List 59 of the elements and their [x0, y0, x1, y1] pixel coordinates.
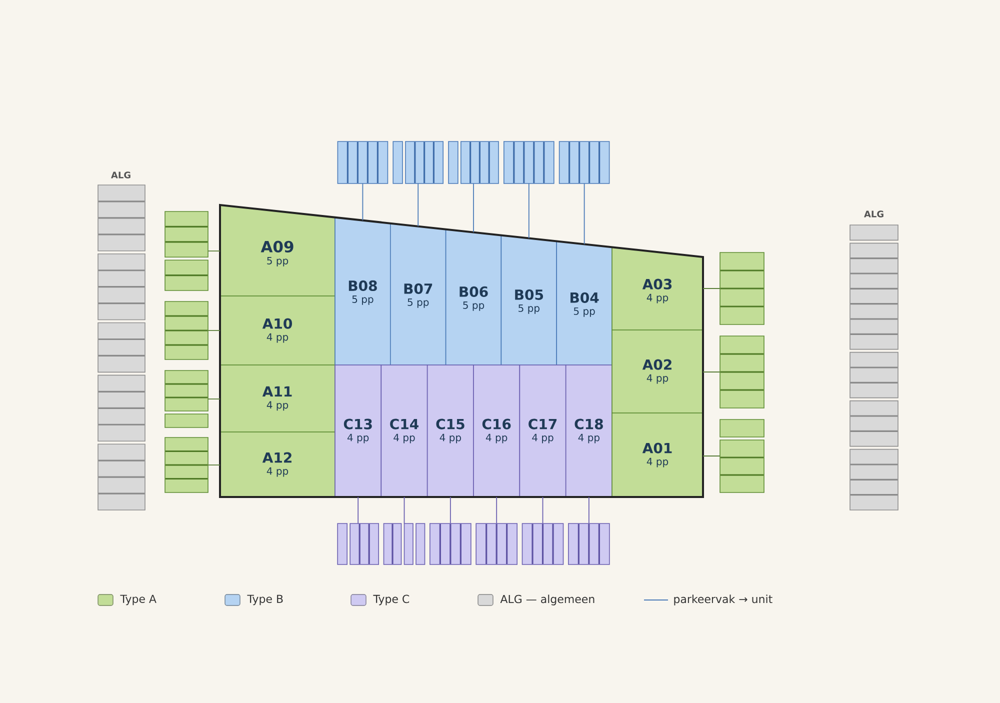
legend-label: Type A: [120, 594, 156, 606]
unit-box: C14 4 pp: [380, 364, 428, 498]
parking-bays: [164, 211, 208, 291]
parking-bays: [720, 252, 764, 325]
unit-box: B06 5 pp: [445, 228, 502, 366]
unit-box: B07 5 pp: [390, 222, 446, 366]
unit-box: A03 4 pp: [612, 246, 704, 330]
parking-bays: [392, 141, 444, 184]
parking-bays: [476, 523, 518, 565]
parking-bays: [430, 523, 472, 565]
column-heading: ALG: [864, 210, 884, 218]
parking-bays: [448, 141, 499, 184]
connector-line: [528, 183, 530, 239]
connector-line: [496, 496, 498, 524]
connector-line: [362, 183, 364, 221]
unit-box: C13 4 pp: [334, 364, 382, 498]
parking-bays: [164, 437, 208, 493]
connector-line: [208, 464, 220, 466]
unit-box: A09 5 pp: [220, 204, 336, 296]
connector-line: [702, 288, 720, 289]
unit-box: A01 4 pp: [612, 412, 704, 498]
unit-box: B05 5 pp: [500, 234, 557, 366]
unit-box: A02 4 pp: [612, 330, 704, 414]
parking-bays: [568, 523, 610, 565]
parking-bays: [720, 419, 764, 493]
connector-line: [542, 496, 544, 524]
parking-bays: [504, 141, 554, 184]
connector-line: [588, 496, 590, 524]
parking-bays: [558, 141, 610, 184]
parking-bays: [337, 141, 388, 184]
connector-line: [584, 183, 585, 245]
unit-box: B04 5 pp: [556, 240, 612, 366]
unit-box: B08 5 pp: [334, 216, 391, 366]
parking-bays: [522, 523, 564, 565]
unit-box: C17 4 pp: [519, 364, 566, 498]
unit-box: A12 4 pp: [220, 432, 336, 498]
unit-box: C16 4 pp: [473, 364, 520, 498]
parking-bays: [383, 523, 426, 565]
parking-bays: [720, 336, 764, 408]
connector-line: [418, 183, 419, 227]
column-heading: ALG: [111, 172, 130, 178]
parking-bays: [164, 370, 208, 428]
legend-label: parkeervak → unit: [674, 594, 772, 606]
legend-label: Type B: [247, 594, 283, 606]
connector-line: [208, 398, 220, 400]
unit-box: A10 4 pp: [220, 296, 336, 366]
connector-line: [208, 330, 220, 331]
legend-label: ALG — algemeen: [500, 594, 594, 606]
parking-bays: [164, 301, 208, 360]
unit-box: C18 4 pp: [565, 364, 612, 498]
connector-line: [208, 250, 220, 252]
connector-line: [358, 496, 359, 524]
connector-line: [473, 183, 474, 233]
parking-bays: [337, 523, 379, 565]
unit-box: A11 4 pp: [220, 364, 336, 432]
connector-line: [450, 496, 451, 524]
connector-line: [404, 496, 405, 524]
legend-label: Type C: [373, 594, 410, 606]
unit-box: C15 4 pp: [426, 364, 474, 498]
